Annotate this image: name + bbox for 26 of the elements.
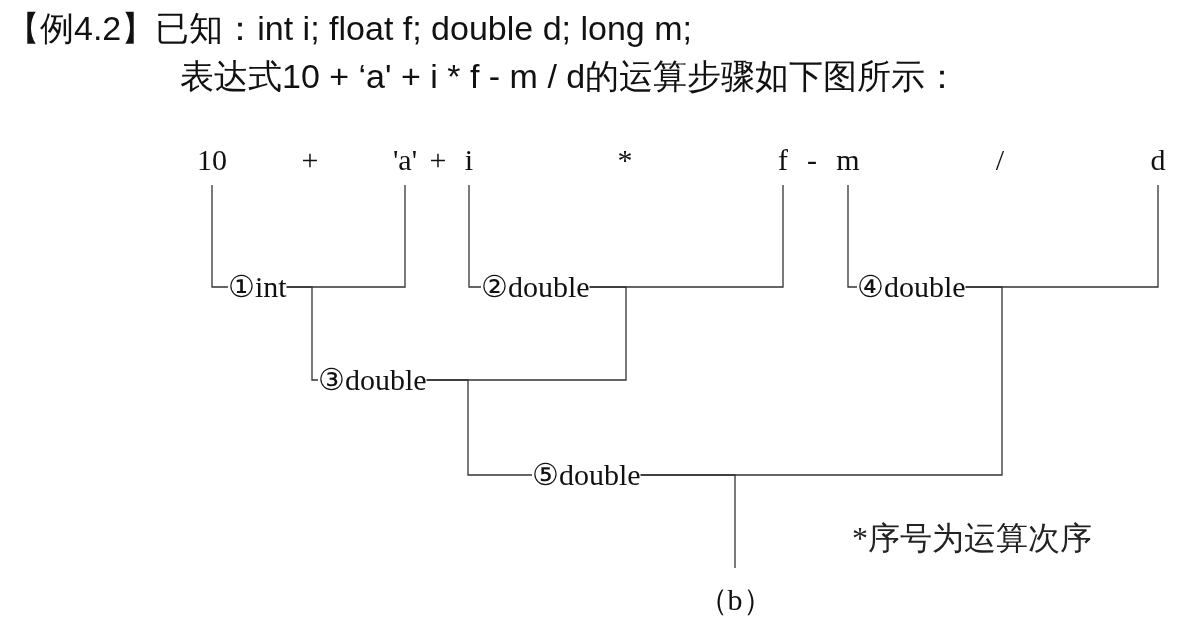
connector-line: [640, 474, 736, 569]
connector-line: [211, 184, 229, 288]
result-type-label: ④double: [857, 270, 966, 304]
result-type-label: ②double: [481, 270, 590, 304]
operand-text: m: [836, 143, 860, 177]
operand-text: 10: [197, 143, 227, 177]
note-text: *序号为运算次序: [852, 519, 1092, 557]
operand-text: 'a': [392, 143, 418, 177]
connector-line: [426, 379, 533, 476]
connector-line: [468, 184, 482, 288]
heading-text: 【例4.2】已知：int i; float f; double d; long m;: [6, 8, 692, 48]
figure-caption: （b）: [697, 583, 773, 617]
operator-text: /: [995, 143, 1005, 177]
operand-text: f: [778, 143, 788, 177]
operator-text: +: [301, 143, 319, 177]
result-type-label: ⑤double: [532, 458, 641, 492]
heading-text: 表达式10 + ‘a' + i * f - m / d的运算步骤如下图所示：: [180, 56, 960, 96]
operator-text: -: [807, 143, 817, 177]
connector-line: [286, 286, 319, 381]
operator-text: *: [617, 143, 633, 177]
connector-line: [847, 184, 858, 288]
operand-text: i: [464, 143, 474, 177]
operator-text: +: [429, 143, 447, 177]
operand-text: d: [1150, 143, 1166, 177]
result-type-label: ①int: [228, 270, 287, 304]
result-type-label: ③double: [318, 363, 427, 397]
